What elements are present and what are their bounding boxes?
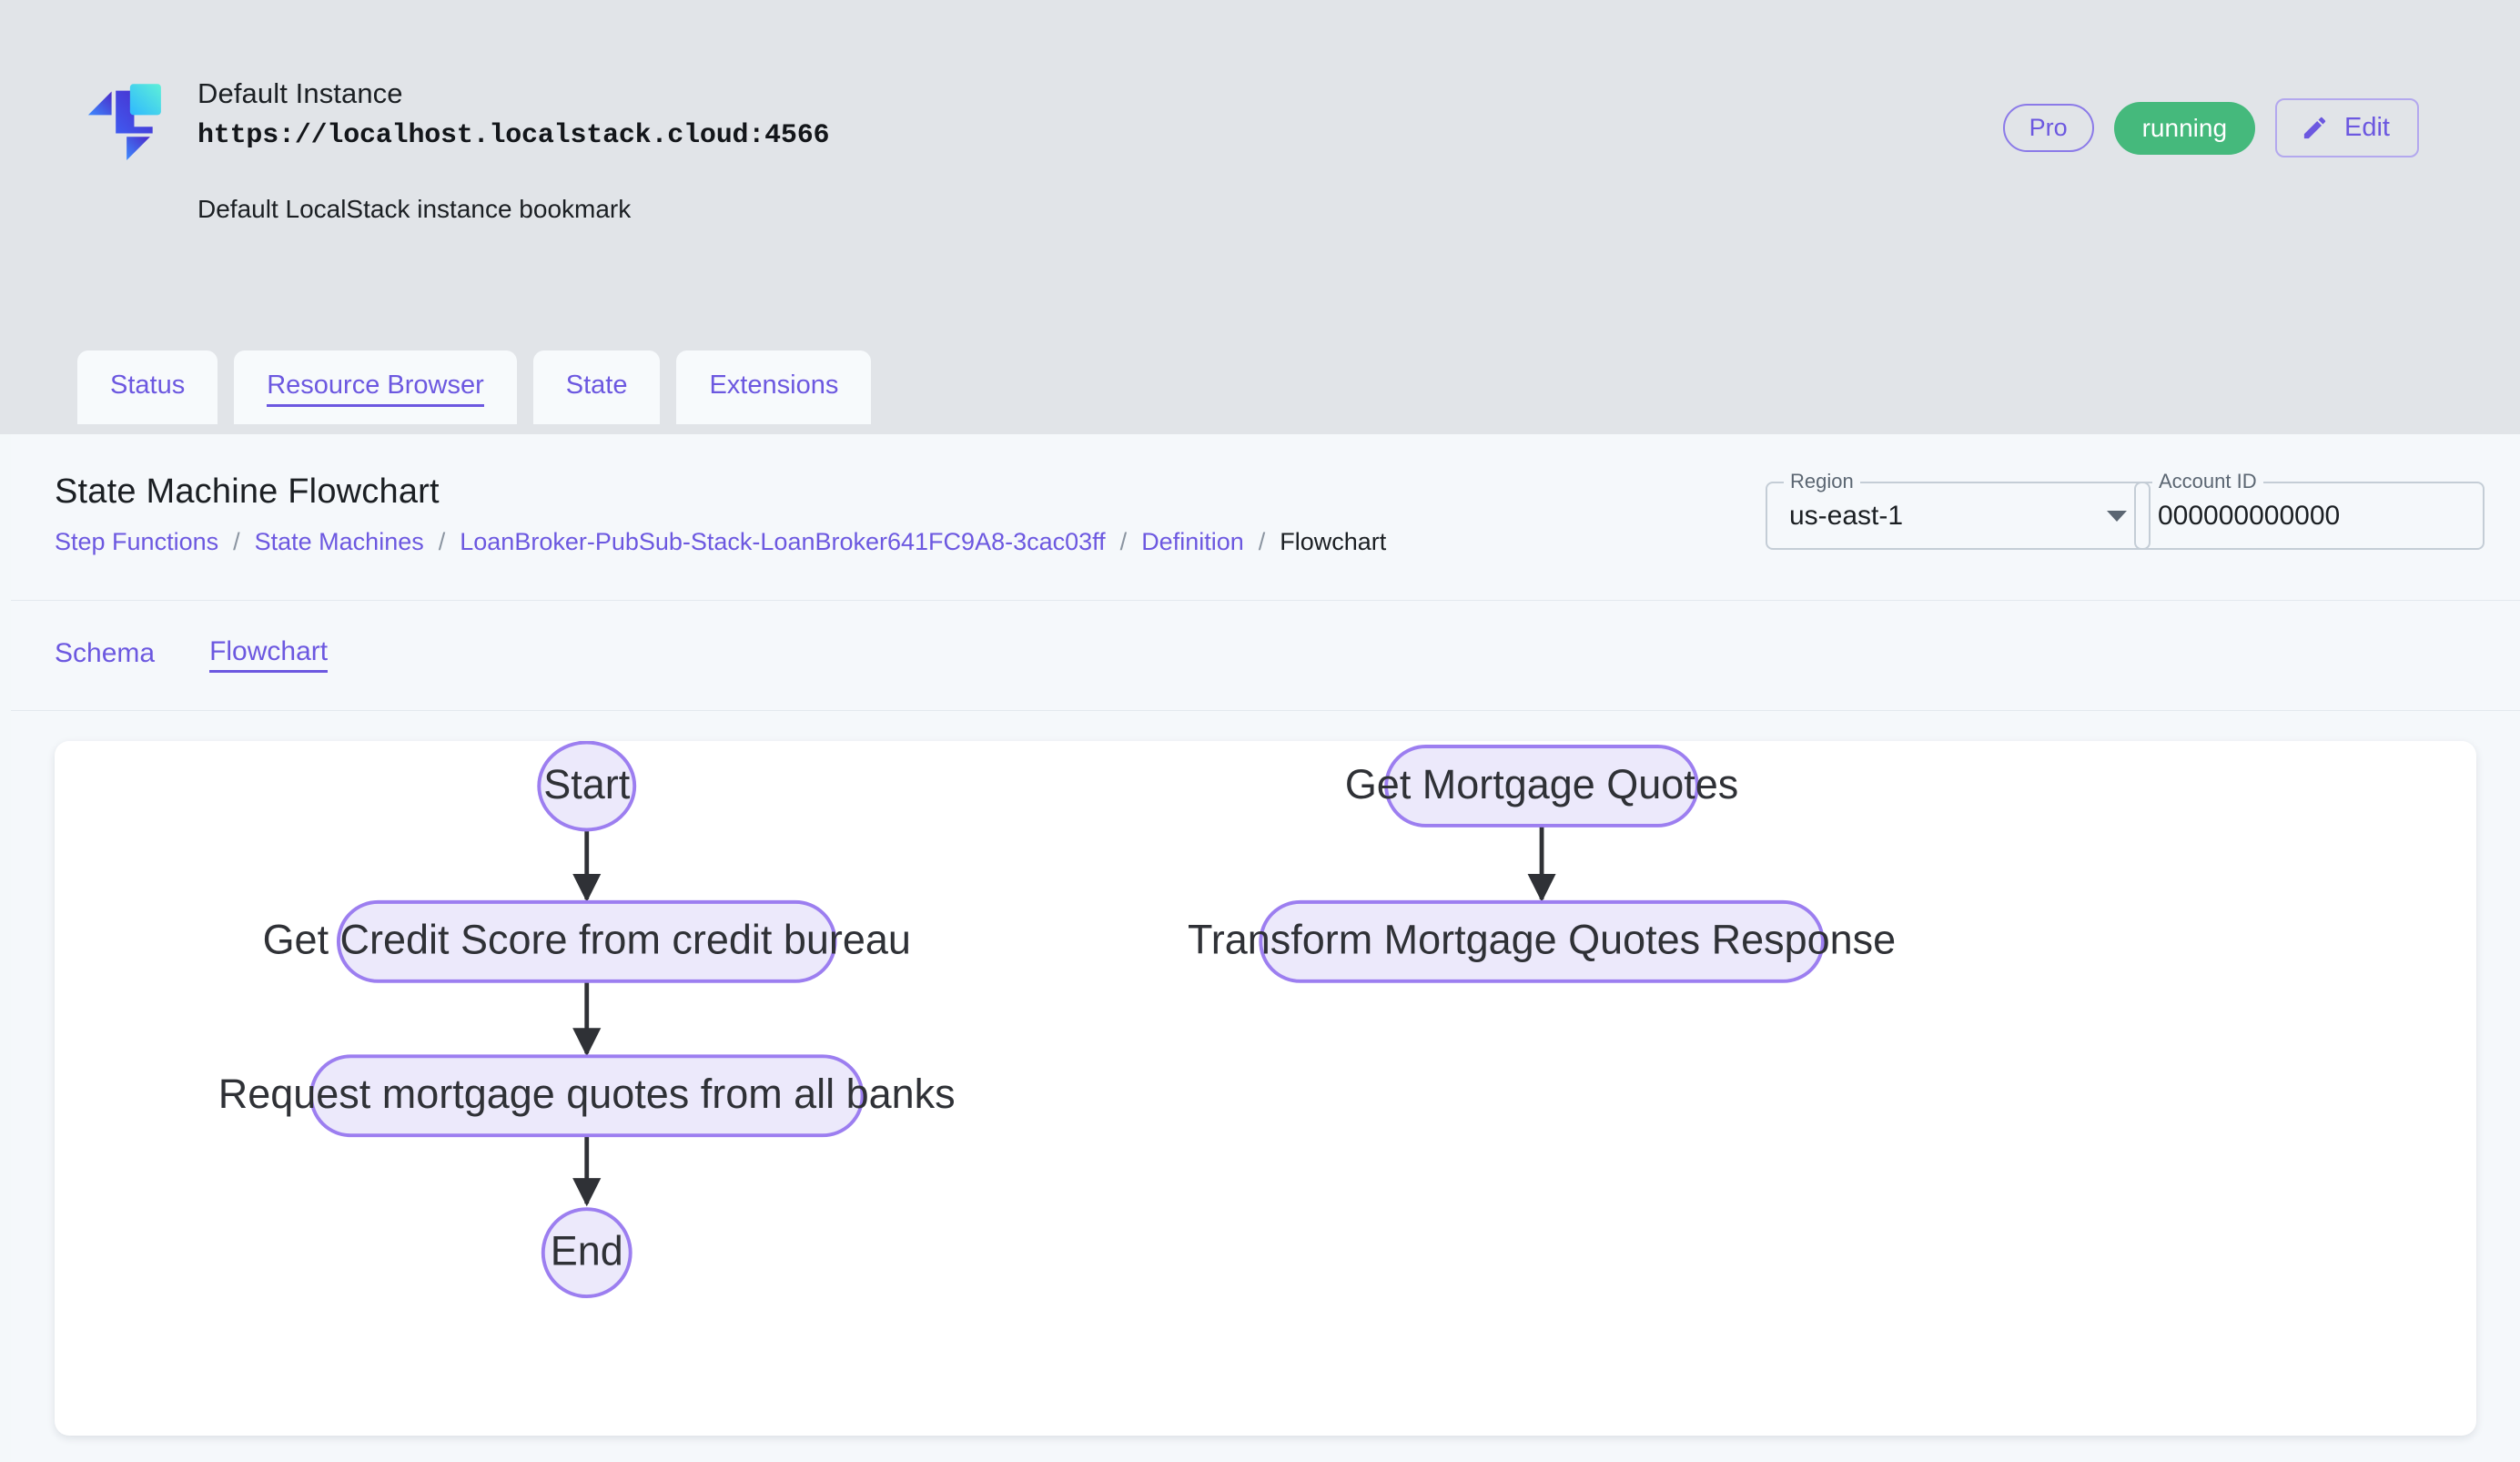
tab-status[interactable]: Status	[77, 350, 218, 424]
account-id-label: Account ID	[2152, 472, 2263, 492]
flow-node-start[interactable]: Start	[537, 741, 637, 832]
tab-resource-browser-label: Resource Browser	[267, 371, 484, 407]
flowchart-card: Start Get Credit Score from credit burea…	[55, 741, 2476, 1436]
state-machine-flowchart[interactable]: Start Get Credit Score from credit burea…	[55, 741, 2476, 1436]
account-id-value: 000000000000	[2158, 500, 2341, 531]
region-label: Region	[1784, 472, 1860, 492]
breadcrumb-separator: /	[233, 528, 240, 555]
tab-resource-browser[interactable]: Resource Browser	[234, 350, 517, 424]
breadcrumb-separator: /	[1258, 528, 1266, 555]
breadcrumb-item-step-functions[interactable]: Step Functions	[55, 528, 219, 555]
region-value: us-east-1	[1789, 500, 1904, 531]
chevron-down-icon[interactable]	[2107, 510, 2127, 522]
flow-node-request-mortgage-quotes-label: Request mortgage quotes from all banks	[218, 1071, 956, 1117]
flow-node-end[interactable]: End	[541, 1207, 633, 1299]
flow-node-get-mortgage-quotes-label: Get Mortgage Quotes	[1345, 761, 1738, 807]
status-badge[interactable]: running	[2113, 101, 2256, 155]
edit-button-label: Edit	[2344, 113, 2390, 142]
flow-node-get-mortgage-quotes[interactable]: Get Mortgage Quotes	[1345, 745, 1738, 827]
instance-summary: Default Instance https://localhost.local…	[86, 71, 830, 224]
pencil-icon	[2303, 117, 2326, 139]
flow-node-start-label: Start	[543, 761, 630, 807]
tab-extensions-label: Extensions	[709, 371, 839, 400]
content-panel: State Machine Flowchart Step Functions /…	[11, 434, 2520, 1462]
flow-node-start-shape	[537, 741, 637, 832]
tab-state[interactable]: State	[532, 350, 661, 424]
breadcrumb: Step Functions / State Machines / LoanBr…	[55, 528, 1386, 556]
account-id-input[interactable]: Account ID 000000000000	[2134, 472, 2485, 550]
localstack-logo-icon	[87, 84, 161, 160]
instance-description: Default LocalStack instance bookmark	[197, 194, 632, 223]
flow-node-request-mortgage-quotes-shape	[309, 1054, 865, 1138]
flow-node-get-mortgage-quotes-shape	[1384, 745, 1699, 827]
subtab-flowchart[interactable]: Flowchart	[209, 638, 329, 673]
main-tabs: Status Resource Browser State Extensions	[77, 350, 872, 424]
instance-name: Default Instance	[197, 77, 403, 109]
flow-node-transform-mortgage-quotes-response-label: Transform Mortgage Quotes Response	[1188, 917, 1896, 963]
flow-node-transform-mortgage-quotes-response-shape	[1259, 899, 1825, 983]
flow-node-end-shape	[541, 1207, 633, 1299]
breadcrumb-separator: /	[1119, 528, 1128, 555]
breadcrumb-item-state-machine-name[interactable]: LoanBroker-PubSub-Stack-LoanBroker641FC9…	[460, 528, 1106, 555]
page-title: State Machine Flowchart	[55, 472, 440, 511]
pro-badge[interactable]: Pro	[2002, 104, 2094, 152]
flow-node-get-credit-score[interactable]: Get Credit Score from credit bureau	[263, 899, 911, 983]
breadcrumb-item-state-machines[interactable]: State Machines	[254, 528, 424, 555]
region-select-wrapper: Region us-east-1	[1766, 472, 2151, 550]
breadcrumb-separator: /	[438, 528, 446, 555]
sub-tabs: Schema Flowchart	[11, 601, 2520, 711]
region-select[interactable]: Region us-east-1	[1766, 472, 2151, 550]
account-id-wrapper: Account ID 000000000000	[2134, 472, 2485, 550]
flow-node-request-mortgage-quotes[interactable]: Request mortgage quotes from all banks	[218, 1054, 956, 1138]
subtab-schema[interactable]: Schema	[55, 637, 156, 668]
flow-node-transform-mortgage-quotes-response[interactable]: Transform Mortgage Quotes Response	[1188, 899, 1896, 983]
breadcrumb-item-definition[interactable]: Definition	[1141, 528, 1244, 555]
instance-url: https://localhost.localstack.cloud:4566	[197, 119, 830, 151]
breadcrumb-item-flowchart: Flowchart	[1280, 528, 1387, 555]
tab-status-label: Status	[110, 371, 186, 400]
tab-extensions[interactable]: Extensions	[676, 350, 872, 424]
header-actions: Pro running Edit	[2002, 98, 2419, 157]
edit-button[interactable]: Edit	[2275, 98, 2419, 157]
flow-node-end-label: End	[551, 1228, 623, 1274]
page-header-bar: State Machine Flowchart Step Functions /…	[11, 434, 2520, 601]
tab-state-label: State	[565, 371, 628, 400]
flow-node-get-credit-score-shape	[336, 899, 837, 983]
flow-node-get-credit-score-label: Get Credit Score from credit bureau	[263, 917, 911, 963]
